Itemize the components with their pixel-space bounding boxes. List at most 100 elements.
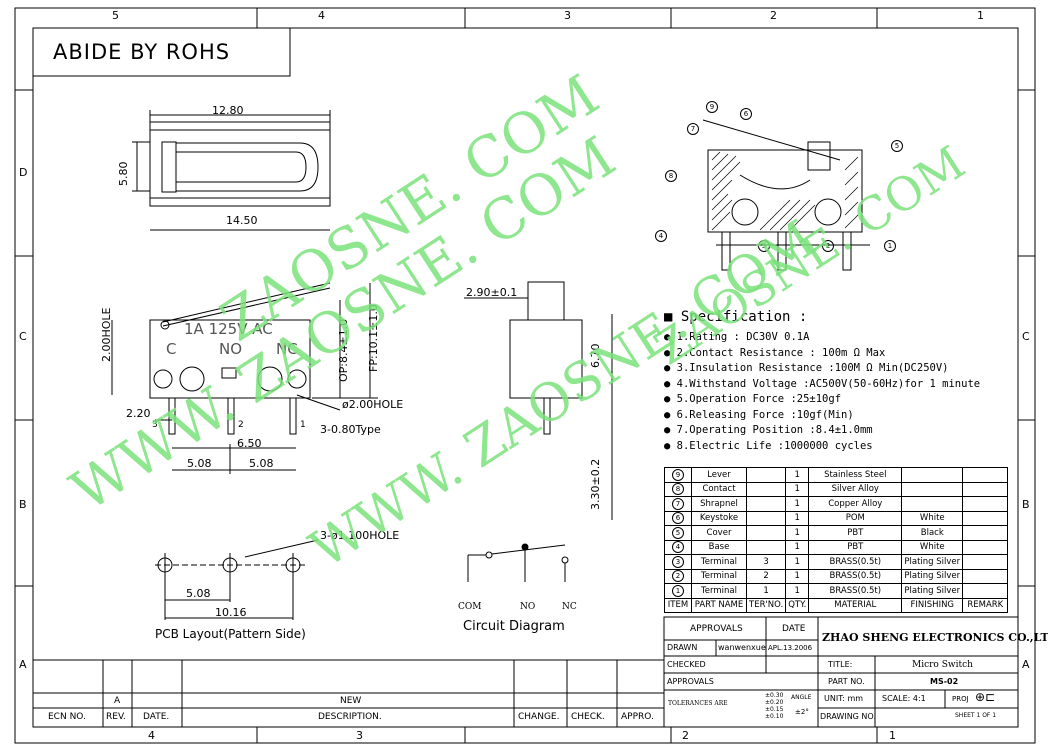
- dim-hole: ø2.00HOLE: [342, 398, 404, 411]
- bom-cell: [962, 525, 1009, 541]
- bom-cell: Cover: [691, 525, 747, 541]
- bom-cell: 1: [785, 568, 810, 584]
- tb-drawn-date: APL.13.2006: [768, 644, 813, 652]
- bom-cell: [745, 481, 787, 497]
- item-number: 7: [672, 497, 684, 510]
- tb-approvals2: APPROVALS: [667, 677, 714, 686]
- tb-part-label: PART NO.: [828, 677, 865, 686]
- circuit-nc: NC: [562, 602, 577, 612]
- bom-cell: POM: [808, 510, 903, 526]
- bom-cell: Terminal: [691, 568, 747, 584]
- grid-row-c-right: C: [1022, 330, 1030, 343]
- bom-cell: [901, 467, 964, 483]
- terminal-label-no: NO: [219, 340, 243, 358]
- bom-cell: [962, 496, 1009, 512]
- grid-row-a-right: A: [1022, 658, 1030, 671]
- callout-5: 5: [891, 140, 903, 152]
- bom-header: QTY.: [785, 597, 810, 613]
- bom-cell: Lever: [691, 467, 747, 483]
- spec-title-text: Specification :: [680, 309, 808, 325]
- bom-cell: Shrapnel: [691, 496, 747, 512]
- bom-cell: [962, 583, 1009, 599]
- bom-cell: 1: [785, 467, 810, 483]
- bom-cell: 1: [745, 583, 787, 599]
- bom-cell: [962, 554, 1009, 570]
- callout-1: 1: [884, 240, 896, 252]
- tb-tol-list: ±0.30 ±0.20 ±0.15 ±0.10: [765, 692, 783, 720]
- dim-508b: 5.08: [249, 457, 274, 470]
- spec-item: ● 8.Electric Life :1000000 cycles: [664, 439, 873, 452]
- spec-item: ● 5.Operation Force :25±10gf: [664, 393, 842, 405]
- bom-cell: 7: [664, 496, 692, 512]
- dim-top-width: 12.80: [212, 104, 244, 117]
- bom-header: FINISHING: [901, 597, 964, 613]
- rev-new: NEW: [340, 696, 362, 706]
- tb-approvals: APPROVALS: [690, 624, 743, 634]
- spec-item: ● 4.Withstand Voltage :AC500V(50-60Hz)fo…: [664, 377, 981, 390]
- rev-h-check: CHECK.: [571, 712, 605, 722]
- side-marking: 1A 125V AC: [184, 320, 273, 338]
- bom-cell: 1: [785, 481, 810, 497]
- grid-bcol-3: 3: [356, 729, 363, 742]
- bom-cell: [745, 539, 787, 555]
- tol-value: ±0.10: [765, 713, 784, 720]
- rohs-label: ABIDE BY ROHS: [53, 40, 231, 64]
- bom-cell: 5: [664, 525, 692, 541]
- tb-date: DATE: [782, 624, 806, 634]
- tb-angle: ANGLE: [791, 694, 812, 701]
- dim-330: 3.30±0.2: [589, 458, 602, 510]
- pcb-holes: 3-ø1.100HOLE: [320, 529, 400, 542]
- bom-cell: 1: [785, 583, 810, 599]
- grid-col-2: 2: [770, 9, 777, 22]
- bom-cell: PBT: [808, 539, 903, 555]
- circuit-no: NO: [520, 602, 536, 612]
- grid-row-b-right: B: [1022, 498, 1030, 511]
- tol-value: ±0.15: [765, 706, 784, 713]
- grid-col-1: 1: [977, 9, 984, 22]
- pin-3: 3: [152, 420, 158, 430]
- dim-fp: FP:10.1±1.0: [367, 304, 380, 372]
- bom-cell: Silver Alloy: [808, 481, 903, 497]
- bom-cell: BRASS(0.5t): [808, 554, 903, 570]
- dim-top-height: 5.80: [117, 161, 130, 187]
- grid-row-a: A: [19, 658, 27, 671]
- bom-cell: [745, 467, 787, 483]
- spec-item: ● 7.Operating Position :8.4±1.0mm: [664, 424, 873, 436]
- bom-cell: Contact: [691, 481, 747, 497]
- bom-cell: White: [901, 510, 964, 526]
- bom-cell: PBT: [808, 525, 903, 541]
- bom-cell: 6: [664, 510, 692, 526]
- item-number: 9: [672, 468, 684, 481]
- callout-3: 3: [758, 240, 770, 252]
- callout-7: 7: [687, 123, 699, 135]
- bom-cell: BRASS(0.5t): [808, 583, 903, 599]
- bom-cell: [962, 467, 1009, 483]
- rev-h-desc: DESCRIPTION.: [318, 712, 382, 722]
- rev-h-rev: REV.: [106, 712, 126, 722]
- bom-cell: 4: [664, 539, 692, 555]
- projection-icon: ⊕⊏: [975, 690, 996, 704]
- bom-cell: Base: [691, 539, 747, 555]
- tb-angle-tol: ±2°: [795, 708, 809, 716]
- tb-sheet: SHEET 1 OF 1: [955, 712, 997, 719]
- terminal-label-nc: NC: [276, 340, 298, 358]
- bom-cell: [962, 539, 1009, 555]
- dim-top-length: 14.50: [226, 214, 258, 227]
- bom-cell: [901, 481, 964, 497]
- bom-cell: 2: [745, 568, 787, 584]
- spec-item: ● 3.Insulation Resistance :100M Ω Min(DC…: [664, 362, 949, 374]
- bom-header: MATERIAL: [808, 597, 903, 613]
- bom-header: TER'NO.: [745, 597, 787, 613]
- tb-drawn-by: wanwenxue: [718, 643, 766, 652]
- bom-cell: [962, 481, 1009, 497]
- callout-6: 6: [740, 108, 752, 120]
- bom-cell: [962, 568, 1009, 584]
- bom-cell: [745, 496, 787, 512]
- item-number: 6: [672, 512, 684, 525]
